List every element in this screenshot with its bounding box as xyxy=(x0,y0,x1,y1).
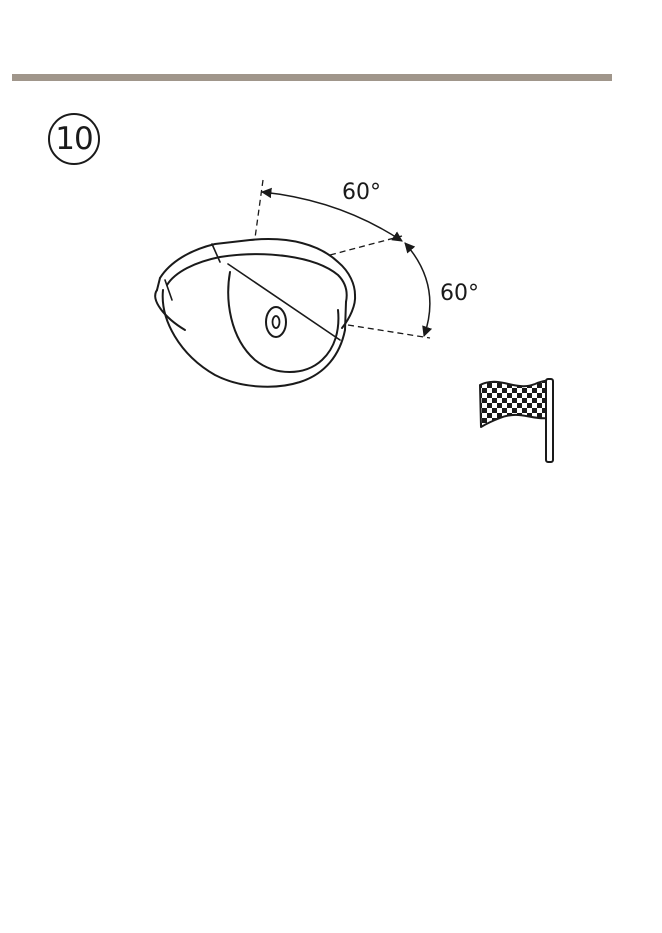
checkered-flag-icon xyxy=(480,379,553,462)
angle-top-label: 60° xyxy=(342,180,381,205)
dome-camera-icon xyxy=(155,239,355,387)
angle-side-label: 60° xyxy=(440,281,479,306)
